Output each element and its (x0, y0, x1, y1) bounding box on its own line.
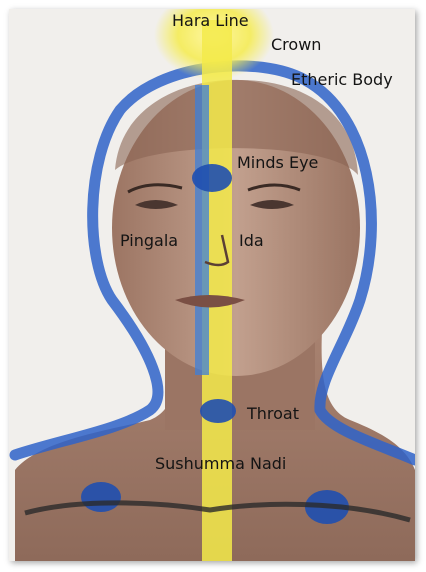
label-crown: Crown (271, 37, 321, 53)
throat-chakra (200, 399, 236, 423)
label-etheric-body: Etheric Body (291, 72, 393, 88)
label-minds-eye: Minds Eye (237, 155, 318, 171)
left-chest-chakra (81, 482, 121, 512)
label-ida: Ida (239, 233, 264, 249)
label-hara-line: Hara Line (172, 13, 249, 29)
pingala-channel (195, 85, 209, 375)
label-sushumma-nadi: Sushumma Nadi (155, 456, 286, 472)
minds-eye-chakra (192, 164, 232, 192)
label-pingala: Pingala (120, 233, 178, 249)
label-throat: Throat (247, 406, 299, 422)
illustration-frame: Hara Line Crown Etheric Body Minds Eye P… (9, 9, 415, 561)
chakra-drawing (9, 9, 415, 561)
